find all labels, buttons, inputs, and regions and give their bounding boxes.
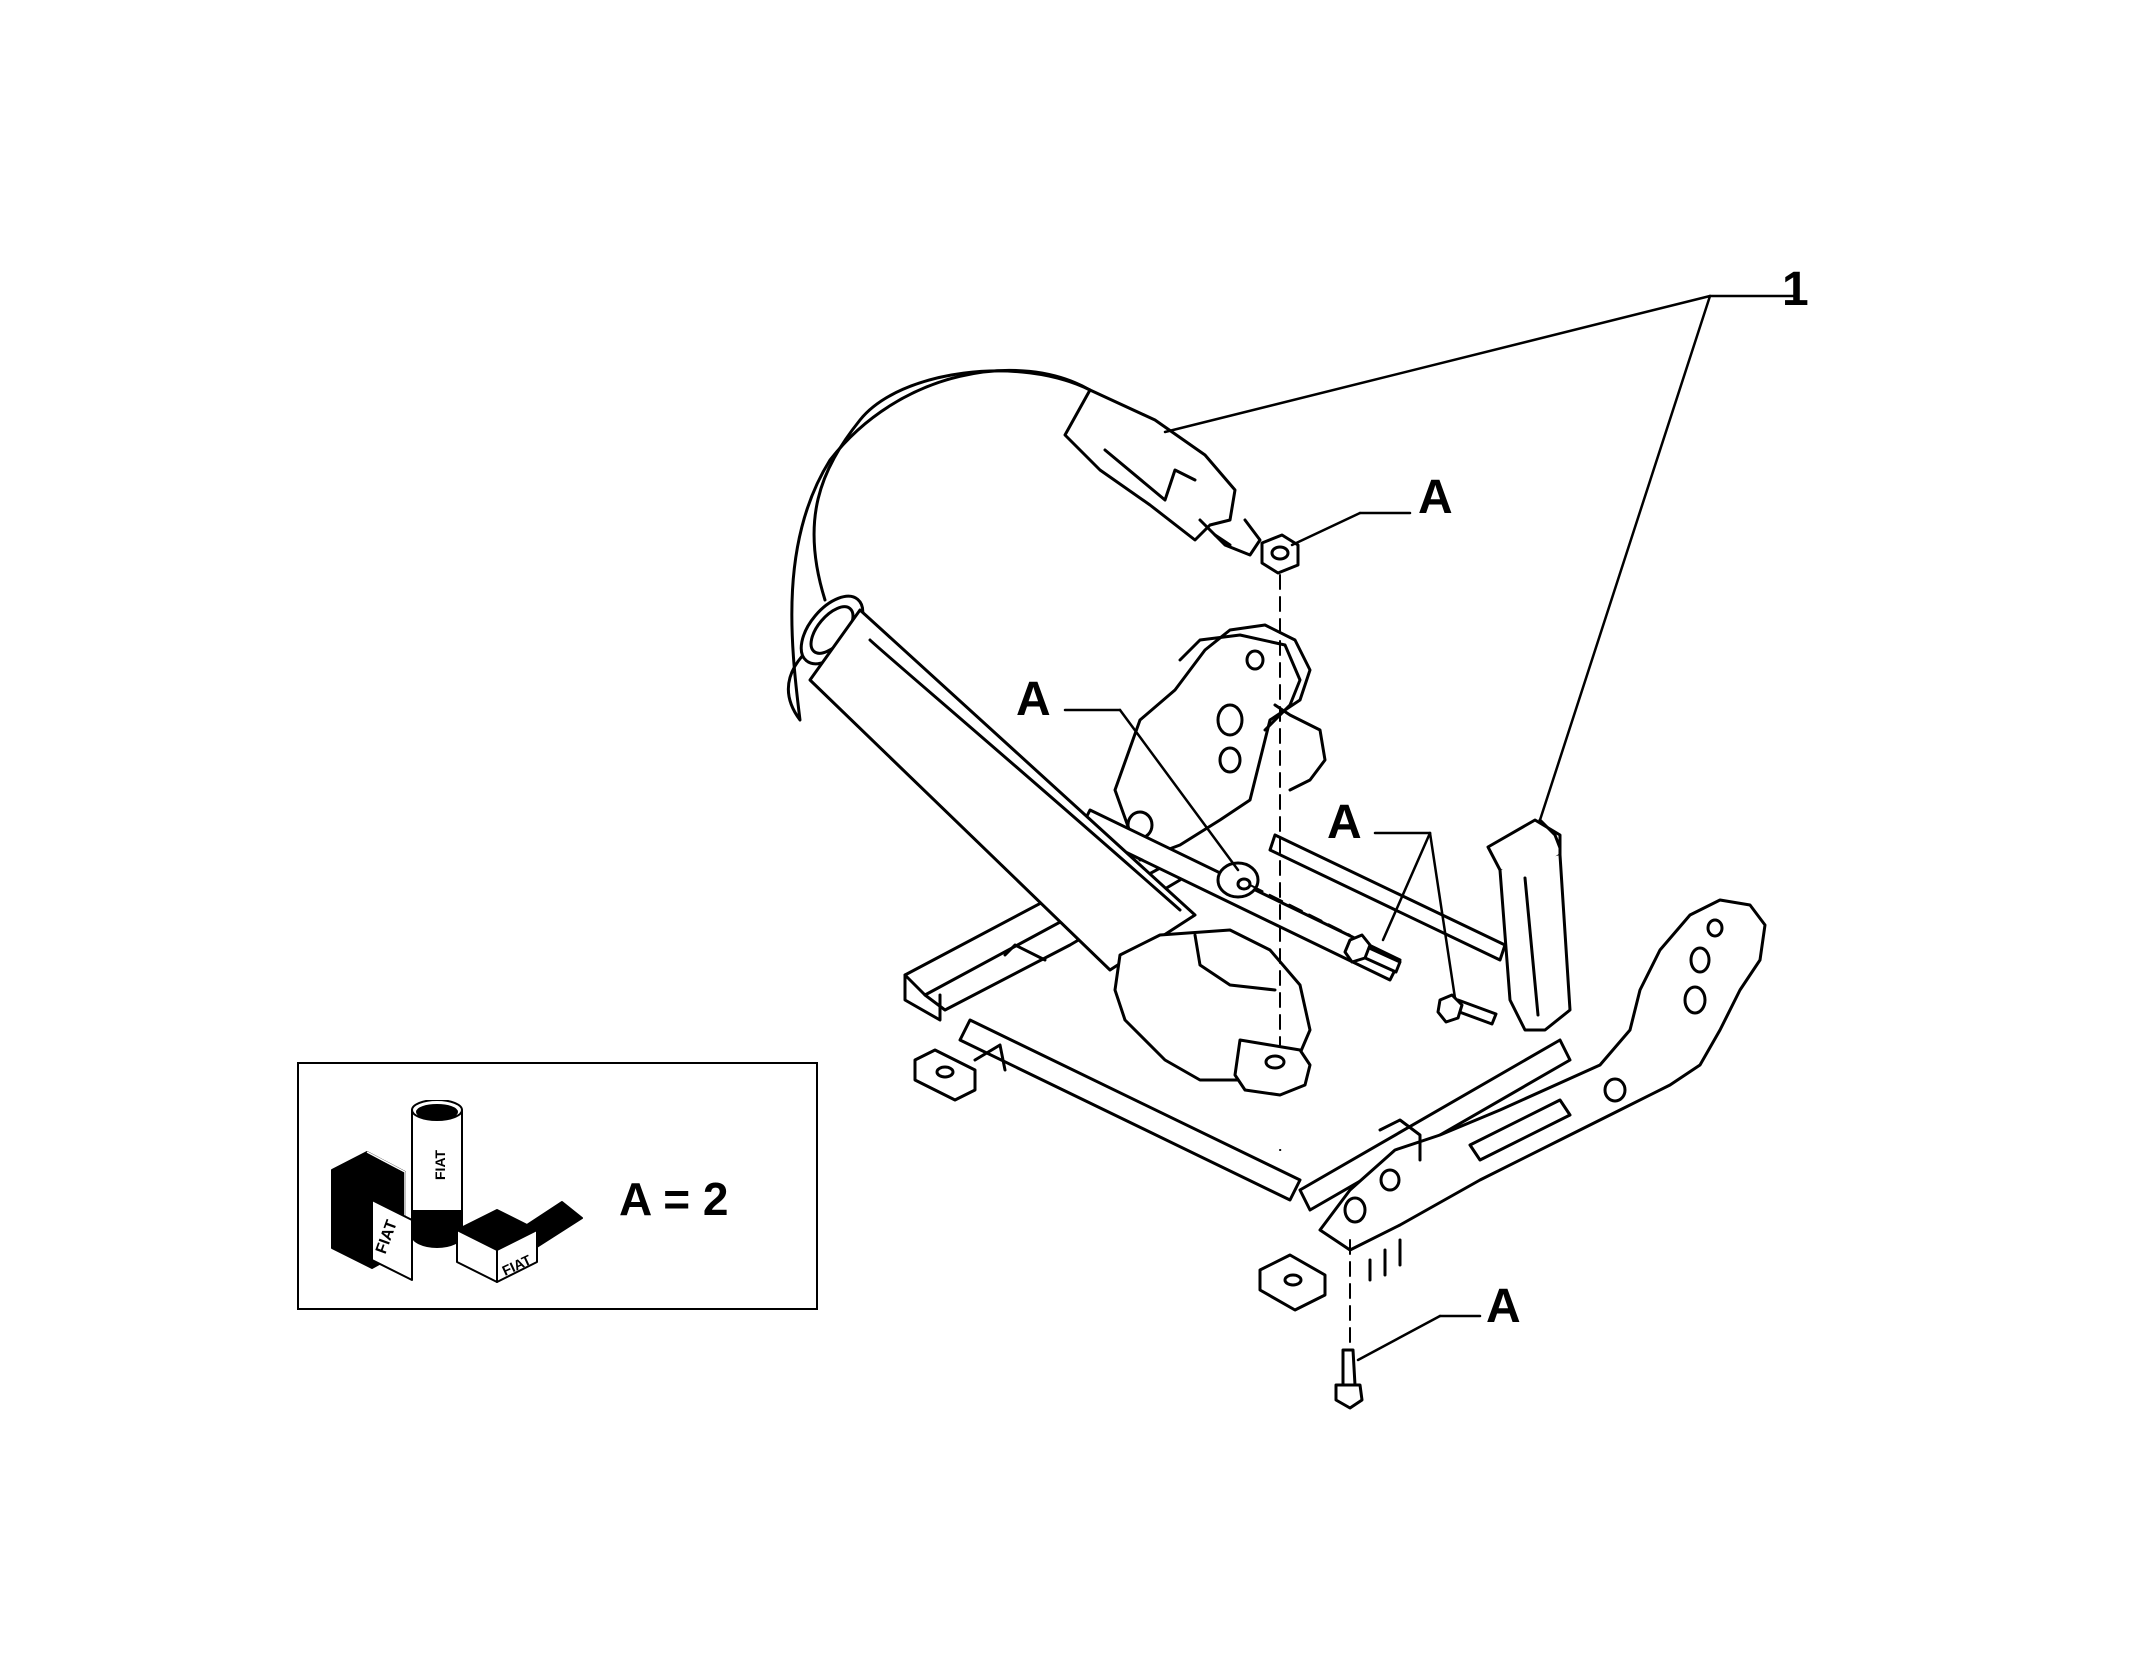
fastener-bolt-2 [1436,993,1498,1026]
svg-text:FIAT: FIAT [432,1149,448,1180]
leader-lines [1063,294,1797,1362]
quantity-legend-text: A = 2 [619,1173,729,1225]
fastener-washer [1216,861,1260,899]
fiat-parts-icon: FIAT FIAT FIAT [331,1100,583,1283]
quantity-legend-box: FIAT FIAT FIAT A = 2 [297,1062,818,1310]
callout-part-1: 1 [1782,263,1809,316]
seatbelt-retractor-assembly [786,368,1312,1097]
seat-frame [903,623,1767,1312]
fastener-bolt-1 [1343,933,1402,974]
callout-lower-bolt: A [1486,1280,1521,1333]
fastener-lower-bolt [1334,1348,1364,1410]
callout-nut: A [1418,471,1453,524]
alignment-dashed-lines [1249,574,1351,1346]
fastener-nut [1260,533,1300,575]
callout-washer: A [1016,673,1051,726]
seatbelt-buckle [1486,818,1572,1032]
callout-bolts: A [1327,796,1362,849]
